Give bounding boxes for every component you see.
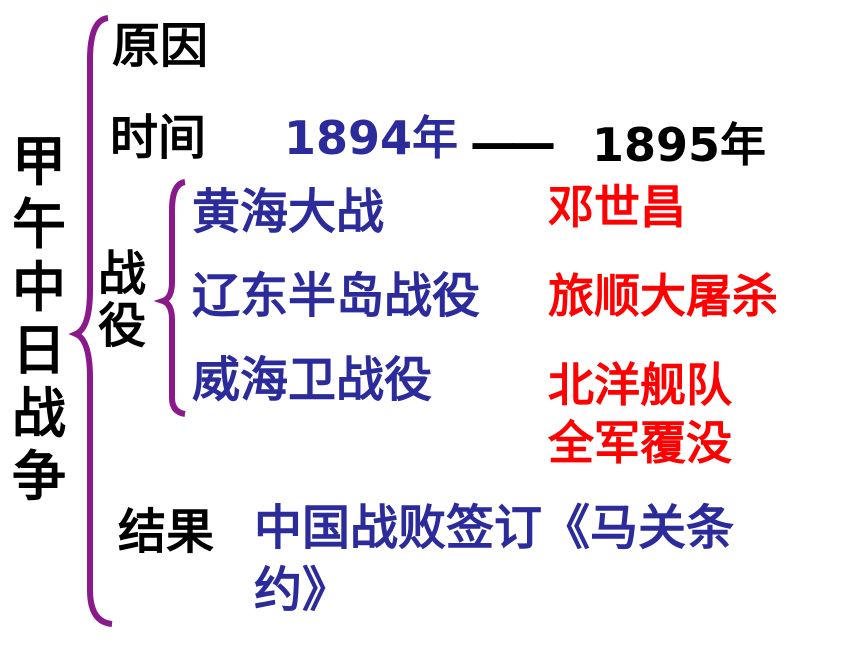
battle-note-line: 全军覆没 xyxy=(548,416,732,470)
battle-name: 威海卫战役 xyxy=(192,352,433,408)
battles-label: 战 役 xyxy=(98,248,146,352)
topic-char: 日 xyxy=(12,319,66,382)
time-end: 1895年 xyxy=(592,118,767,172)
battle-brace xyxy=(153,179,186,417)
main-brace xyxy=(68,15,113,627)
topic-title: 甲 午 中 日 战 争 xyxy=(12,130,66,508)
topic-char: 战 xyxy=(12,382,66,445)
topic-char: 午 xyxy=(12,193,66,256)
topic-char: 中 xyxy=(12,256,66,319)
battles-label-char: 战 xyxy=(98,246,147,302)
battle-note: 邓世昌 xyxy=(548,180,686,234)
time-label: 时间 xyxy=(110,110,207,166)
battles-label-char: 役 xyxy=(98,298,147,354)
cause-label: 原因 xyxy=(112,18,209,74)
battle-name: 黄海大战 xyxy=(192,184,385,240)
result-label: 结果 xyxy=(118,504,215,560)
topic-char: 争 xyxy=(12,445,66,508)
battle-name: 辽东半岛战役 xyxy=(192,268,481,324)
topic-char: 甲 xyxy=(12,130,66,193)
time-start: 1894年 xyxy=(284,111,459,165)
battle-note-line: 北洋舰队 xyxy=(548,358,732,412)
battle-note: 旅顺大屠杀 xyxy=(548,269,778,323)
time-dash: —— xyxy=(470,116,556,170)
result-text: 约》 xyxy=(254,562,351,618)
result-text: 中国战败签订《马关条 xyxy=(254,500,735,556)
